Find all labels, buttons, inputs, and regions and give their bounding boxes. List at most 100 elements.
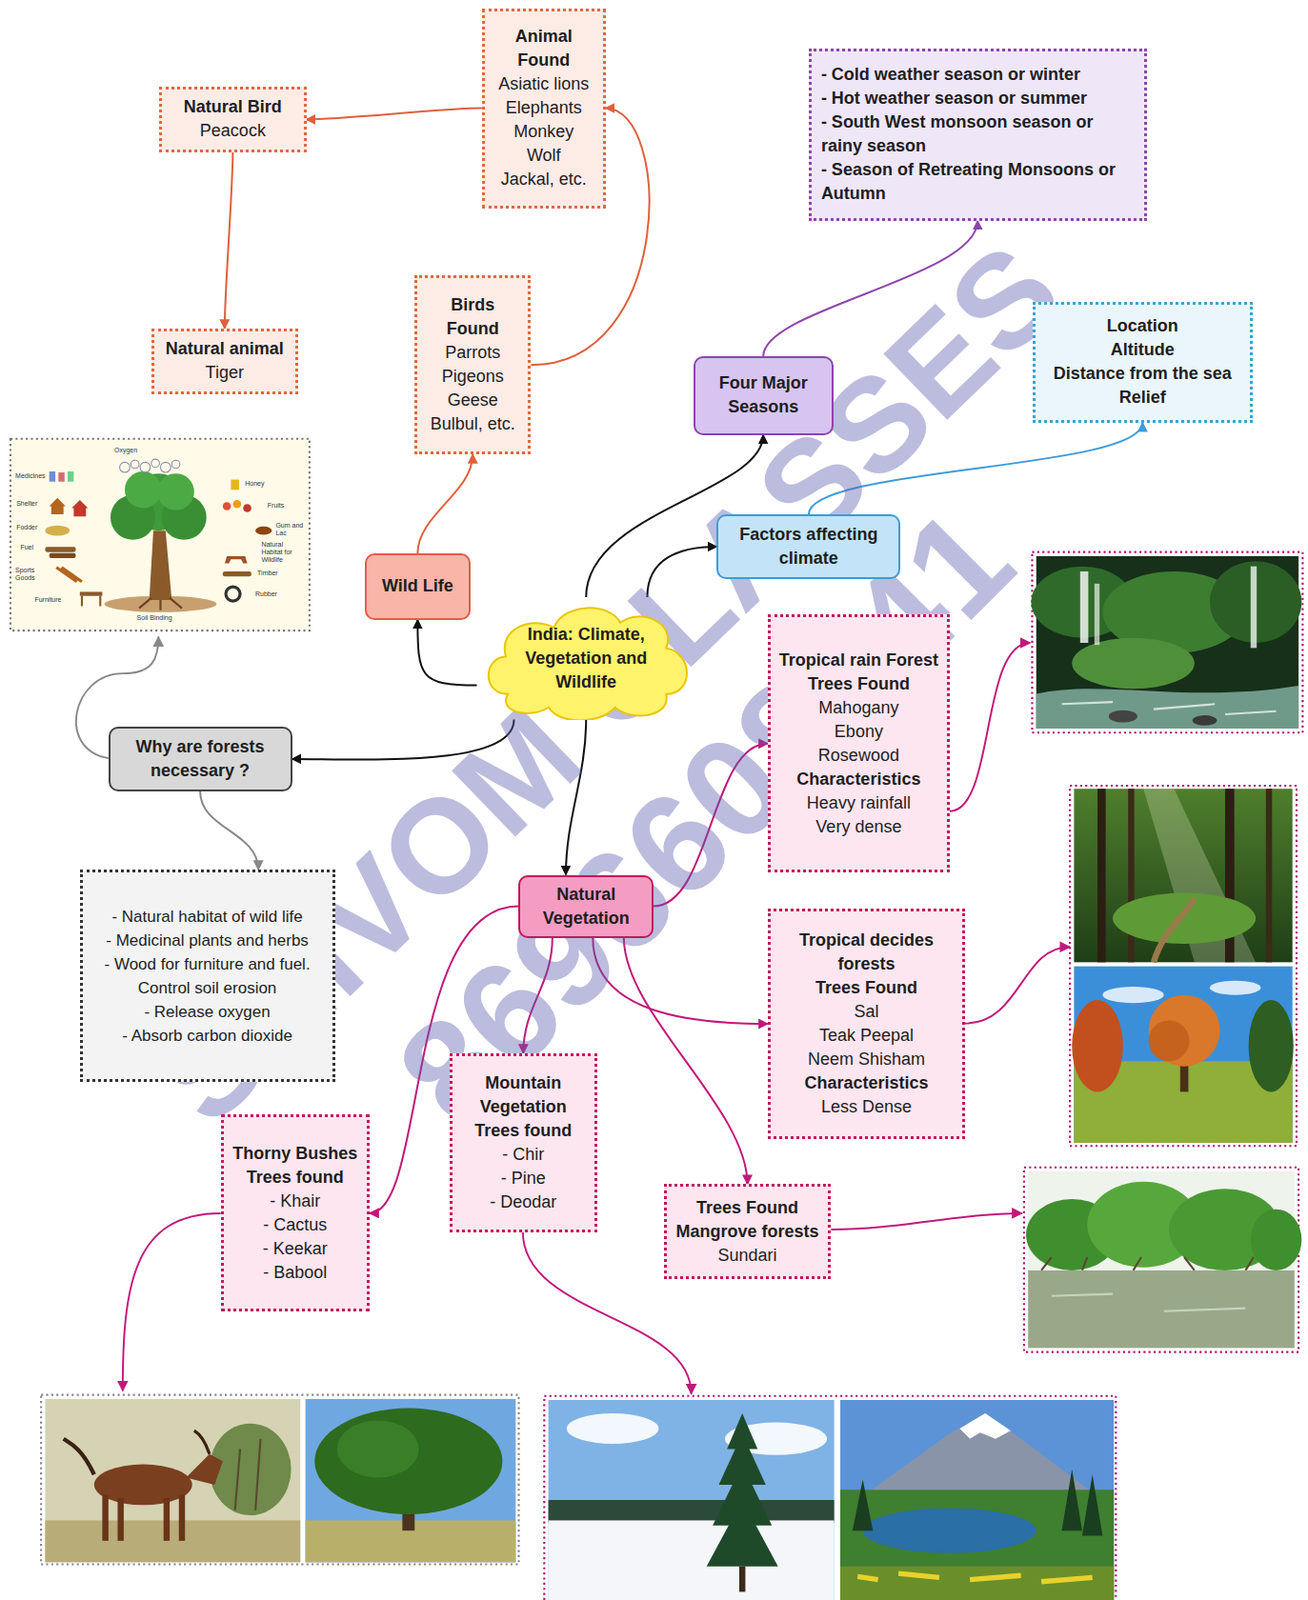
thorny-photos (337, 1420, 420, 1478)
node-text: - Khair (269, 1189, 321, 1214)
node-text: - Chir (502, 1143, 544, 1168)
topic-box: Wild Life (364, 553, 471, 621)
node-text: Sundari (718, 1244, 778, 1268)
thorny-photos (194, 1430, 210, 1455)
mountain-photos (739, 1567, 745, 1593)
forest-uses-illustration (225, 586, 241, 602)
mountain-photos (857, 1413, 1103, 1501)
deciduous-photos (1148, 995, 1221, 1067)
bird-box: Natural BirdPeacock (159, 86, 306, 153)
forest-uses-illustration (81, 596, 101, 607)
forest-uses-illustration (171, 460, 181, 469)
thorny-photos (40, 1395, 519, 1566)
forest-uses-illustration (80, 591, 103, 596)
node-text: Trees Found (815, 976, 918, 1001)
birds-box: Birds FoundParrotsPigeonsGeeseBulbul, et… (414, 275, 531, 455)
deciduous-photos (1153, 898, 1195, 964)
central-cloud: India: Climate, Vegetation and Wildlife (477, 597, 696, 721)
animal-box: Animal FoundAsiatic lionsElephantsMonkey… (482, 8, 606, 209)
forest-uses-illustration (157, 473, 195, 511)
deciduous-photos (1097, 788, 1107, 963)
node-text: - Natural habitat of wild life (111, 905, 302, 929)
node-text: Distance from the sea (1053, 362, 1232, 386)
node-text: Parrots (444, 341, 501, 365)
mountain-photos (857, 1573, 1092, 1583)
node-text: Altitude (1110, 338, 1175, 363)
deciduous-photos (1069, 785, 1297, 1147)
deciduous-photos (1102, 986, 1164, 1004)
leader-lines (830, 1213, 1022, 1230)
forest-uses-illustration (255, 526, 272, 536)
forest-uses-illustration (230, 480, 240, 491)
node-text: - Babool (262, 1261, 327, 1286)
node-text: Teak Peepal (819, 1024, 914, 1048)
node-text: Ebony (834, 720, 884, 745)
node-text: Natural Bird (183, 95, 282, 120)
node-text: Asiatic lions (498, 72, 589, 97)
node-text: Natural animal (165, 337, 284, 362)
thorny-photos (314, 1408, 503, 1515)
node-text: - Season of Retreating Monsoons or Autum… (821, 158, 1135, 206)
node-text: Heavy rainfall (806, 791, 911, 816)
forest-uses-illustration (56, 567, 82, 583)
factors-list: LocationAltitudeDistance from the seaRel… (1032, 301, 1254, 423)
node-text: - Keekar (262, 1237, 328, 1262)
connector (200, 791, 259, 871)
illustration-label: Rubber (255, 590, 278, 599)
illustration-label: Shelter (16, 500, 38, 508)
node-text: - Cactus (262, 1213, 327, 1238)
mangrove-photo (1024, 1167, 1302, 1353)
node-text: Characteristics (796, 767, 921, 792)
thorny-photos (94, 1465, 193, 1507)
rainforest-photo (1250, 566, 1257, 649)
node-text: Tiger (205, 361, 244, 385)
node-text: Location (1106, 314, 1179, 339)
node-text: - Cold weather season or winter (821, 62, 1081, 87)
mangrove-photo (1051, 1294, 1247, 1312)
node-text: - Release oxygen (143, 1000, 270, 1025)
mangrove-photo (1041, 1257, 1254, 1271)
connector (306, 108, 483, 121)
thorny-photos (209, 1424, 292, 1516)
deciduous-photos (1073, 788, 1292, 963)
seasons-list: - Cold weather season or winter- Hot wea… (808, 48, 1148, 221)
rainforest-photo (1094, 583, 1100, 645)
illustration-label: Honey (244, 480, 264, 488)
forest-box: Thorny BushesTrees found- Khair- Cactus-… (221, 1114, 370, 1312)
forest-uses-illustration (149, 530, 173, 601)
rainforest-photo (1192, 715, 1218, 726)
forest-uses-illustration (49, 553, 77, 559)
forest-uses-illustration (58, 472, 64, 483)
forest-uses-illustration (44, 525, 70, 537)
node-text: - Deodar (489, 1190, 557, 1215)
node-text: Factors affecting climate (725, 523, 891, 571)
rainforest-photo (1062, 702, 1277, 715)
deciduous-photos (1071, 1000, 1124, 1092)
mountain-photos (706, 1500, 779, 1568)
forest-box: Mountain VegetationTrees found- Chir- Pi… (449, 1053, 598, 1233)
deciduous-photos (1069, 785, 1297, 1147)
forest-uses-illustration (10, 439, 310, 631)
mountain-photos (543, 1396, 1116, 1600)
node-text: Tropical rain Forest (779, 648, 939, 673)
illustration-label: Natural Habitat for Wildlife (261, 541, 304, 564)
illustration-label: Fuel (20, 543, 34, 552)
node-text: - Pine (501, 1167, 546, 1191)
cloud-shape (487, 607, 686, 720)
illustration-label: Soil Binding (137, 614, 173, 623)
thorny-photos (305, 1399, 517, 1563)
forest-uses-illustration (120, 462, 131, 473)
illustration-label: Medicines (15, 472, 46, 481)
node-text: Rosewood (818, 744, 900, 768)
node-text: Thorny Bushes (232, 1142, 358, 1167)
illustration-label: Timber (257, 569, 279, 578)
forest-uses-illustration (151, 459, 161, 468)
deciduous-photos (1148, 1020, 1190, 1062)
forest-uses-illustration (222, 571, 252, 577)
topic-box: Four Major Seasons (693, 356, 834, 436)
thorny-photos (63, 1439, 95, 1476)
node-text: Less Dense (821, 1095, 912, 1120)
forest-uses-illustration (49, 498, 66, 515)
forest-uses-illustration (242, 503, 252, 513)
